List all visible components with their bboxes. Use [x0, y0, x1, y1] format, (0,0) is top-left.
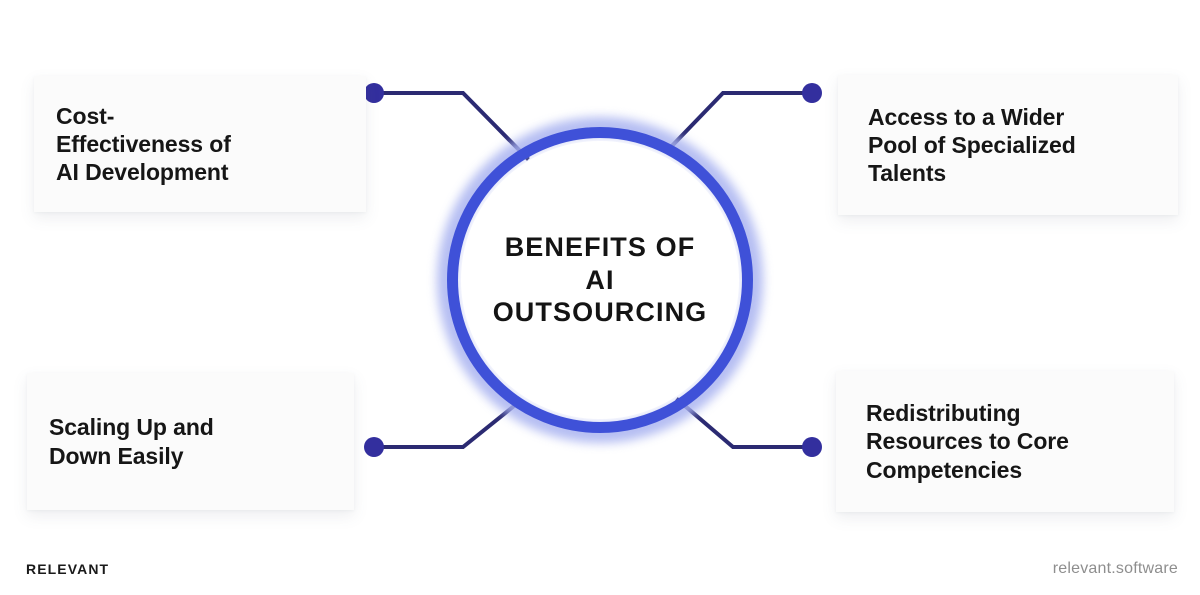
footer-brand-logo: RELEVANT: [26, 561, 110, 577]
benefit-card-top-left-label: Cost- Effectiveness of AI Development: [56, 102, 231, 186]
connector-dot-top-right: [802, 83, 822, 103]
benefit-card-top-right-label: Access to a Wider Pool of Specialized Ta…: [868, 103, 1076, 187]
connector-dot-top-left: [364, 83, 384, 103]
footer-website-url: relevant.software: [1052, 560, 1178, 577]
connector-dot-bottom-right: [802, 437, 822, 457]
central-hub: BENEFITS OF AI OUTSOURCING: [437, 117, 763, 443]
benefit-card-top-left: Cost- Effectiveness of AI Development: [34, 76, 366, 212]
benefit-card-bottom-left: Scaling Up and Down Easily: [27, 373, 354, 510]
benefit-card-top-right: Access to a Wider Pool of Specialized Ta…: [838, 75, 1178, 215]
hub-face: BENEFITS OF AI OUTSOURCING: [461, 141, 739, 419]
benefit-card-bottom-left-label: Scaling Up and Down Easily: [49, 414, 214, 469]
connector-dot-bottom-left: [364, 437, 384, 457]
hub-title: BENEFITS OF AI OUTSOURCING: [492, 232, 708, 328]
benefit-card-bottom-right: Redistributing Resources to Core Compete…: [836, 371, 1174, 512]
hub-ring: [447, 127, 753, 433]
benefit-card-bottom-right-label: Redistributing Resources to Core Compete…: [866, 400, 1069, 483]
